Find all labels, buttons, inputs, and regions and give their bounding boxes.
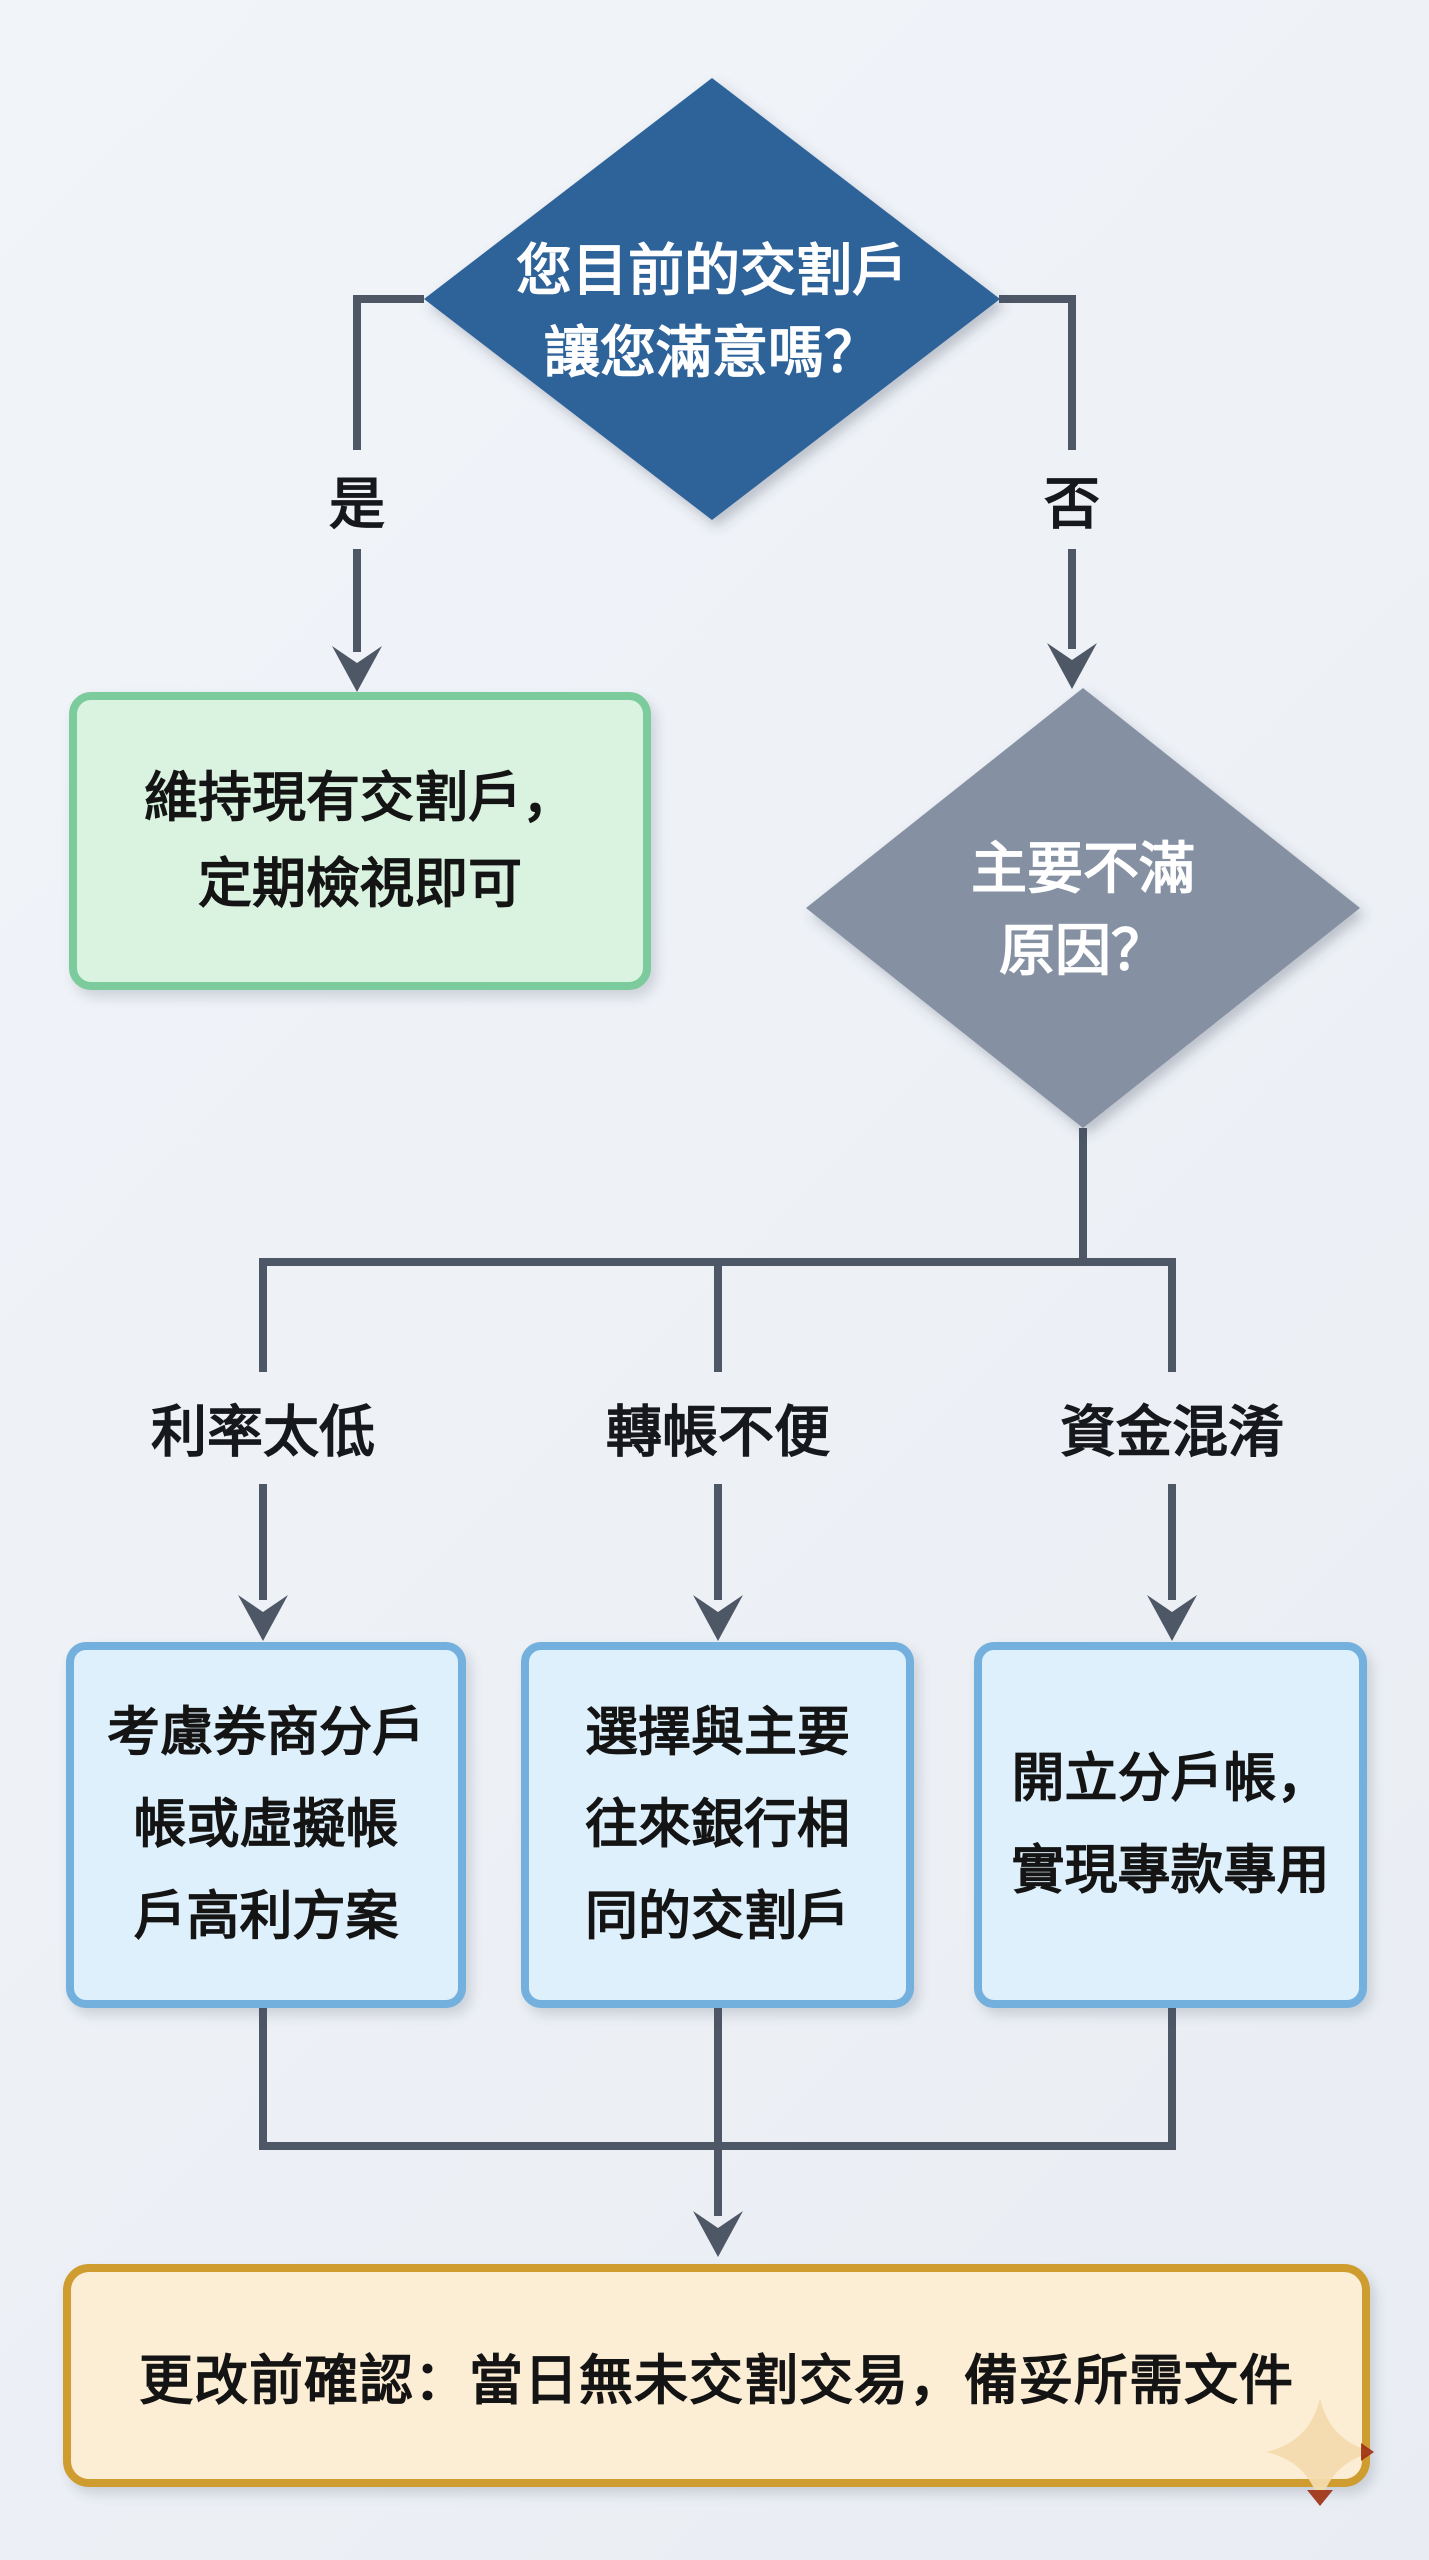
arrow-down-icon: [693, 2211, 743, 2257]
decision-diamond-reason: [806, 688, 1360, 1128]
decision-diamond-start: [424, 78, 1000, 520]
edge-label-no: 否: [1044, 472, 1100, 536]
arrow-down-icon: [238, 1595, 288, 1641]
option2-line2: 往來銀行相: [585, 1795, 850, 1854]
final-note-box: 更改前確認：當日無未交割交易，備妥所需文件: [63, 2264, 1370, 2487]
edge-label-low-rate: 利率太低: [151, 1400, 375, 1464]
option-dedicated-subaccount-box: 開立分戶帳， 實現專款專用: [974, 1642, 1367, 2008]
edge-label-transfer-inconvenient: 轉帳不便: [606, 1400, 830, 1464]
option3-line2: 實現專款專用: [1011, 1841, 1330, 1900]
arrow-down-icon: [693, 1595, 743, 1641]
option2-line3: 同的交割戶: [585, 1887, 850, 1946]
option-broker-subaccount-box: 考慮券商分戶 帳或虛擬帳 戶高利方案: [66, 1642, 466, 2008]
outcome-keep-line1: 維持現有交割戶，: [144, 768, 576, 828]
edge-label-yes: 是: [329, 472, 385, 536]
option1-line1: 考慮券商分戶: [107, 1703, 425, 1762]
connector-line: [353, 295, 424, 450]
option1-line2: 帳或虛擬帳: [133, 1795, 399, 1854]
final-note-text: 更改前確認：當日無未交割交易，備妥所需文件: [139, 2351, 1294, 2411]
option3-line1: 開立分戶帳，: [1011, 1749, 1330, 1808]
connector-line: [999, 295, 1076, 450]
arrow-down-icon: [1047, 643, 1097, 689]
arrow-down-icon: [1147, 1595, 1197, 1641]
arrow-down-icon: [332, 646, 382, 692]
option1-line3: 戶高利方案: [133, 1887, 399, 1946]
sparkle-icon: [1266, 2398, 1374, 2506]
edge-label-funds-mixed: 資金混淆: [1060, 1400, 1284, 1464]
outcome-keep-account-box: 維持現有交割戶， 定期檢視即可: [69, 692, 651, 990]
option2-line1: 選擇與主要: [585, 1703, 850, 1762]
outcome-keep-line2: 定期檢視即可: [198, 854, 522, 914]
option-same-bank-box: 選擇與主要 往來銀行相 同的交割戶: [521, 1642, 914, 2008]
